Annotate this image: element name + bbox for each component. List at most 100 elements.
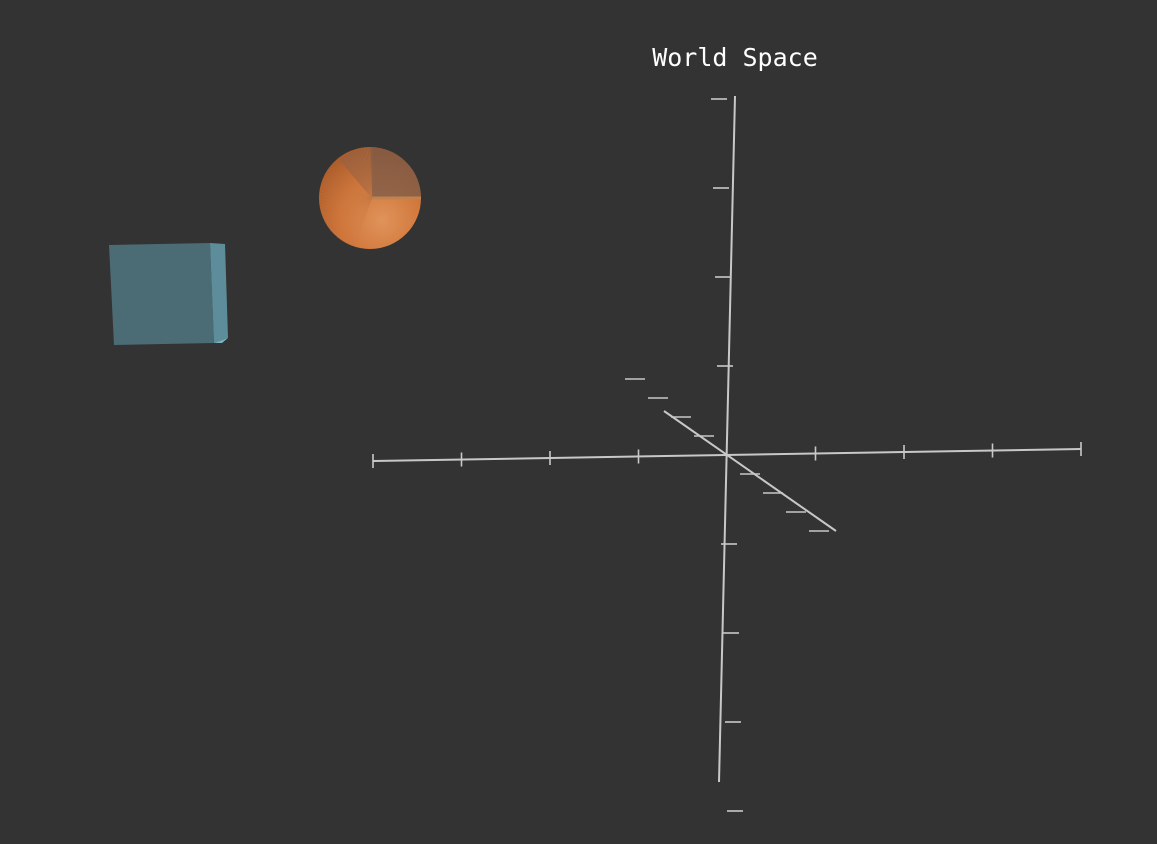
- sphere-wire: [319, 177, 373, 199]
- cube-object[interactable]: [109, 243, 228, 345]
- sphere-wire: [319, 193, 373, 199]
- sphere-wire: [324, 161, 373, 199]
- sphere-wire: [349, 147, 373, 199]
- sphere-wire: [339, 147, 373, 199]
- sphere-wire: [320, 197, 373, 229]
- sphere-wire: [323, 197, 373, 234]
- sphere-wire: [347, 197, 373, 249]
- sphere-wire: [344, 147, 373, 199]
- sphere-wire: [351, 147, 373, 199]
- sphere-wire: [346, 147, 373, 199]
- sphere-wire: [335, 150, 373, 199]
- sphere-wire: [336, 149, 373, 199]
- sphere-wire: [356, 147, 373, 199]
- sphere-wire: [319, 173, 373, 199]
- sphere-wire: [322, 197, 373, 232]
- sphere-wire: [321, 165, 373, 199]
- sphere-wire: [319, 197, 373, 226]
- sphere-wire: [329, 197, 373, 241]
- sphere-wire: [319, 197, 373, 203]
- sphere-wire: [319, 179, 373, 199]
- sphere-wire: [326, 158, 373, 199]
- sphere-wire: [342, 147, 373, 199]
- sphere-wire: [358, 147, 373, 199]
- sphere-wire: [342, 197, 373, 249]
- sphere-wire: [319, 175, 373, 199]
- sphere-wire: [319, 186, 373, 199]
- sphere-wire: [322, 164, 373, 199]
- sphere-wire: [326, 197, 373, 238]
- scene-title: World Space: [652, 43, 818, 72]
- sphere-wire: [364, 147, 373, 199]
- sphere-wire: [319, 168, 373, 199]
- sphere-wire: [319, 197, 373, 212]
- sphere-wire: [319, 192, 373, 199]
- sphere-wire: [344, 197, 373, 249]
- sphere-wire: [325, 197, 373, 237]
- sphere-wire: [349, 197, 373, 249]
- sphere-wire: [319, 197, 373, 217]
- world-axes: [372, 95, 1082, 812]
- sphere-wire: [319, 182, 373, 199]
- sphere-wire: [338, 197, 373, 248]
- sphere-wire: [319, 195, 373, 199]
- cube-side-face: [210, 243, 228, 343]
- sphere-wire: [369, 147, 373, 199]
- sphere-wire: [319, 197, 373, 208]
- cube-front-face: [109, 243, 214, 345]
- sphere-wire: [319, 197, 373, 219]
- sphere-wire: [333, 151, 373, 199]
- z-axis-line: [663, 410, 837, 532]
- sphere-shadow: [340, 147, 421, 198]
- sphere-wire: [336, 197, 373, 247]
- sphere-wire: [330, 154, 373, 199]
- sphere-wire: [347, 147, 373, 199]
- sphere-wire: [332, 197, 373, 244]
- sphere-wire: [328, 197, 373, 240]
- axis-ticks: [372, 98, 1082, 812]
- sphere-wire: [319, 197, 373, 206]
- sphere-wire: [319, 197, 373, 204]
- sphere-wire: [341, 197, 373, 249]
- sphere-wire: [324, 197, 373, 235]
- sphere-wire: [319, 190, 373, 199]
- sphere-wire: [353, 147, 373, 199]
- sphere-wire: [321, 197, 373, 231]
- sphere-wire: [355, 147, 373, 199]
- y-axis-line: [718, 95, 736, 783]
- sphere-wire: [360, 147, 373, 199]
- sphere-wire: [319, 197, 373, 228]
- sphere-wire: [328, 156, 373, 199]
- sphere-wire: [367, 147, 373, 199]
- cube-bottom-face: [214, 338, 228, 343]
- sphere-wire: [329, 155, 373, 199]
- sphere-wire: [332, 152, 373, 199]
- sphere-wire: [362, 147, 373, 199]
- sphere-object[interactable]: [312, 138, 421, 254]
- sphere-wire: [335, 197, 373, 246]
- sphere-wire: [319, 170, 373, 199]
- sphere-wire: [346, 197, 373, 249]
- sphere-wire: [319, 172, 373, 199]
- sphere-wire: [319, 197, 373, 201]
- sphere-wire: [366, 147, 373, 199]
- sphere-wire: [319, 197, 373, 214]
- sphere-wire: [338, 148, 373, 199]
- sphere-wire: [319, 197, 373, 221]
- sphere-wire: [325, 159, 373, 199]
- sphere-wire: [319, 197, 373, 215]
- sphere-wire: [319, 184, 373, 199]
- sphere-wire: [323, 162, 373, 199]
- sphere-wireframe: [319, 147, 373, 249]
- sphere-wire: [351, 197, 373, 249]
- sphere-wire: [330, 197, 373, 242]
- sphere-wire: [339, 197, 373, 249]
- sphere-wire: [319, 197, 373, 223]
- sphere-wire: [319, 197, 373, 210]
- sphere-wire: [319, 188, 373, 199]
- sphere-wire: [341, 147, 373, 199]
- sphere-wire: [319, 197, 373, 224]
- sphere-wire: [333, 197, 373, 245]
